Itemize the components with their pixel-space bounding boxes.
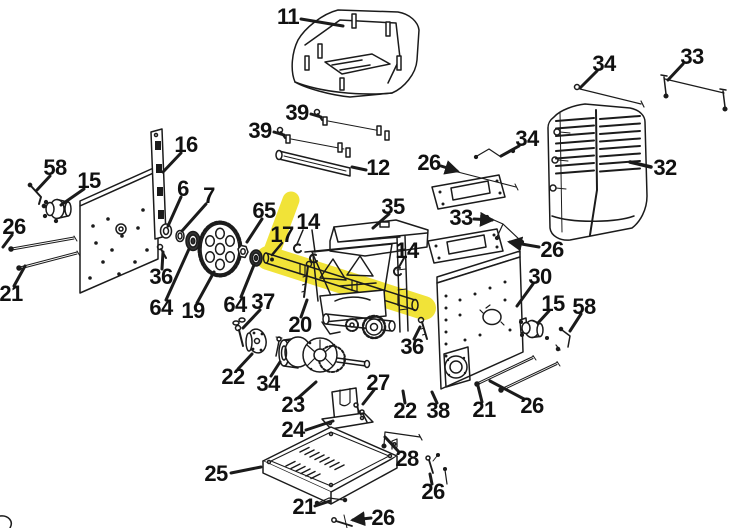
part-label-11[interactable]: 11 [276, 4, 300, 29]
part-26-21-left-rods [8, 235, 81, 271]
part-label-65[interactable]: 65 [252, 198, 276, 223]
part-11-top-cover [291, 9, 420, 98]
part-label-21-right[interactable]: 21 [472, 397, 496, 422]
part-label-22-left[interactable]: 22 [221, 364, 245, 389]
part-label-26-left[interactable]: 26 [2, 214, 26, 239]
part-19-sprocket [197, 220, 243, 278]
part-36-right-screw [417, 316, 428, 340]
part-label-16[interactable]: 16 [174, 132, 198, 157]
part-label-27[interactable]: 27 [366, 370, 390, 395]
corner-fragment [0, 515, 12, 528]
part-label-34-top[interactable]: 34 [592, 51, 616, 76]
part-20-screw [301, 260, 313, 298]
part-label-21-left[interactable]: 21 [0, 281, 23, 306]
part-24-bracket [321, 387, 374, 430]
part-label-58-right[interactable]: 58 [572, 294, 596, 319]
part-30-right-panel [436, 250, 524, 390]
part-label-28[interactable]: 28 [395, 446, 419, 471]
part-label-26-mid-lower[interactable]: 26 [540, 237, 564, 262]
part-label-39-b[interactable]: 39 [248, 118, 272, 143]
part-26-bottom-screws [331, 452, 448, 528]
part-label-39-a[interactable]: 39 [285, 100, 309, 125]
part-64-bearing-left [185, 230, 201, 252]
part-65-nut [237, 244, 249, 259]
part-23-gearbox [278, 336, 371, 373]
part-label-24[interactable]: 24 [281, 417, 305, 442]
part-label-14-a[interactable]: 14 [296, 209, 320, 234]
part-label-33-mid[interactable]: 33 [449, 205, 473, 230]
part-label-20[interactable]: 20 [288, 312, 312, 337]
part-27-screws [353, 402, 368, 423]
part-label-33-top[interactable]: 33 [680, 44, 704, 69]
part-label-38[interactable]: 38 [426, 398, 450, 423]
part-label-23[interactable]: 23 [281, 392, 305, 417]
part-label-15-left[interactable]: 15 [77, 168, 101, 193]
part-label-34-mid[interactable]: 34 [515, 126, 539, 151]
part-28-rod [381, 431, 423, 449]
part-label-64-a[interactable]: 64 [149, 295, 173, 320]
part-label-58-left[interactable]: 58 [43, 155, 67, 180]
part-label-37[interactable]: 37 [251, 289, 275, 314]
part-label-6[interactable]: 6 [177, 176, 189, 201]
part-16-left-panel [79, 128, 167, 294]
part-22-34-37-left-cluster [232, 317, 292, 360]
part-12-strip [275, 149, 351, 177]
part-label-14-b[interactable]: 14 [395, 238, 419, 263]
part-label-21-bottom[interactable]: 21 [292, 494, 316, 519]
part-label-36-left[interactable]: 36 [149, 264, 173, 289]
leader-lines [1, 17, 685, 527]
part-label-22-right[interactable]: 22 [393, 398, 417, 423]
part-label-34-bottom[interactable]: 34 [256, 371, 280, 396]
part-label-17[interactable]: 17 [270, 222, 294, 247]
part-32-grille [547, 103, 648, 241]
part-label-7[interactable]: 7 [203, 183, 215, 208]
part-label-19[interactable]: 19 [181, 298, 205, 323]
part-label-30[interactable]: 30 [528, 264, 552, 289]
part-label-36-right[interactable]: 36 [400, 334, 424, 359]
part-label-12[interactable]: 12 [366, 155, 390, 180]
part-label-32[interactable]: 32 [653, 155, 677, 180]
part-label-25[interactable]: 25 [204, 461, 228, 486]
part-21-26-right-rods [474, 355, 561, 393]
part-label-15-right[interactable]: 15 [541, 291, 565, 316]
part-label-26-bottom-a[interactable]: 26 [421, 479, 445, 504]
part-label-26-right[interactable]: 26 [520, 393, 544, 418]
part-26-33-34-mid-plates [427, 148, 525, 264]
part-6-7-washers [159, 223, 185, 243]
part-64-bearing-right [249, 249, 263, 267]
part-39-screws [276, 108, 390, 158]
part-label-26-bottom-b[interactable]: 26 [371, 505, 395, 528]
part-15-58-right-hardware [518, 317, 571, 352]
part-35-carriage-assembly [304, 219, 429, 340]
part-label-35[interactable]: 35 [381, 194, 405, 219]
part-label-64-b[interactable]: 64 [223, 292, 247, 317]
part-label-26-mid-upper[interactable]: 26 [417, 150, 441, 175]
